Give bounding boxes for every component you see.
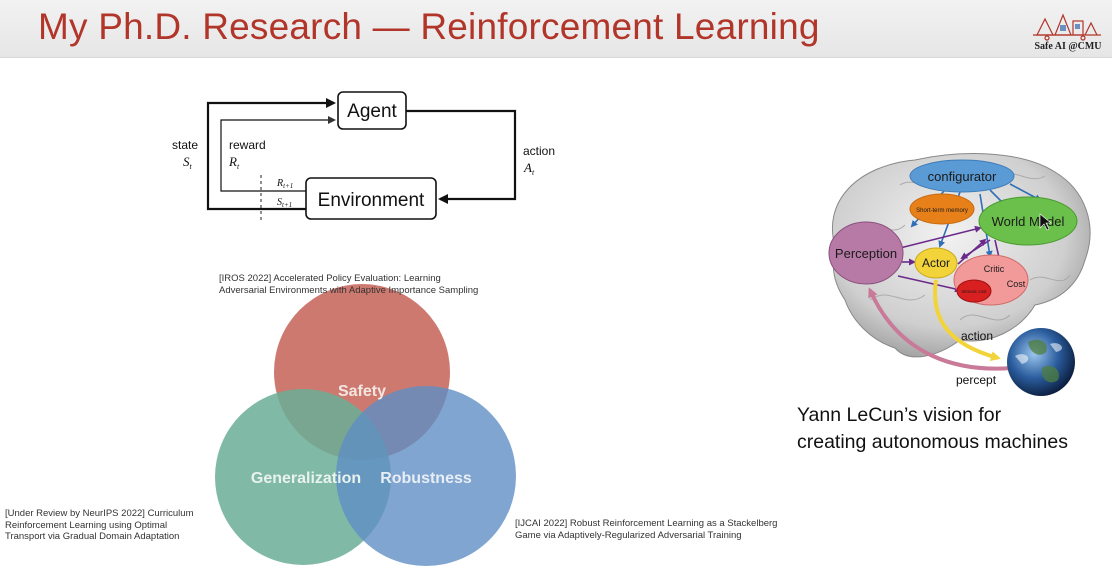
state-arrow xyxy=(206,98,336,211)
environment-box xyxy=(305,177,437,220)
action-label: action xyxy=(523,144,555,158)
action-output-label: action xyxy=(961,329,993,343)
percept-label: percept xyxy=(956,373,997,387)
caption-line: Transport via Gradual Domain Adaptation xyxy=(5,531,180,542)
safe-ai-logo-icon xyxy=(1033,13,1101,41)
configurator-node xyxy=(909,159,1015,193)
environment-label: Environment xyxy=(318,190,425,211)
caption-line: Reinforcement Learning using Optimal xyxy=(5,519,168,531)
caption-line: creating autonomous machines xyxy=(797,431,1068,453)
caption-line: Game via Adaptively-Regularized Adversar… xyxy=(515,529,742,541)
state-symbol: St xyxy=(183,154,193,171)
logo-caption: Safe AI @CMU xyxy=(1034,41,1102,52)
reward-label: reward xyxy=(229,138,266,152)
state-label: state xyxy=(172,138,198,152)
intrinsic-cost-label: Intrinsic cost xyxy=(961,289,987,294)
robustness-circle xyxy=(336,386,516,566)
neurips-paper-caption: [Under Review by NeurIPS 2022] Curriculu… xyxy=(5,508,194,543)
actor-node xyxy=(914,247,958,279)
slide-header: My Ph.D. Research — Reinforcement Learni… xyxy=(0,0,1112,58)
reward-arrow xyxy=(220,116,336,192)
caption-line: [Under Review by NeurIPS 2022] Curriculu… xyxy=(5,508,194,519)
short-term-memory-node xyxy=(909,193,975,225)
cost-label: Cost xyxy=(1007,279,1026,289)
robustness-label: Robustness xyxy=(380,470,472,487)
caption-line: [IROS 2022] Accelerated Policy Evaluatio… xyxy=(219,273,441,284)
safety-label: Safety xyxy=(338,383,386,400)
perception-label: Perception xyxy=(835,246,897,261)
mouse-cursor-icon xyxy=(1039,213,1052,231)
next-reward-symbol: Rt+1 xyxy=(276,178,293,190)
critic-label: Critic xyxy=(984,264,1005,274)
reward-symbol: Rt xyxy=(228,154,240,171)
world-model-node xyxy=(978,196,1078,246)
lecun-vision-caption: Yann LeCun’s vision for creating autonom… xyxy=(797,402,1068,456)
lecun-brain-diagram: configurator World Model Short-term memo… xyxy=(828,153,1091,396)
rl-loop-diagram: Agent Environment state St reward Rt act… xyxy=(172,91,555,222)
iros-paper-caption: [IROS 2022] Accelerated Policy Evaluatio… xyxy=(219,273,478,296)
earth-image xyxy=(1007,328,1075,396)
action-arrow xyxy=(406,109,517,204)
generalization-label: Generalization xyxy=(251,470,361,487)
actor-label: Actor xyxy=(922,256,950,270)
caption-line: [IJCAI 2022] Robust Reinforcement Learni… xyxy=(515,518,778,529)
intrinsic-cost-node xyxy=(956,279,992,303)
caption-line: Yann LeCun’s vision for xyxy=(797,404,1002,426)
agent-label: Agent xyxy=(347,101,397,122)
slide-title: My Ph.D. Research — Reinforcement Learni… xyxy=(38,6,820,47)
research-venn-diagram: Safety Generalization Robustness xyxy=(215,284,516,566)
short-term-memory-label: Short-term memory xyxy=(916,208,968,214)
percept-path xyxy=(868,287,1013,371)
perception-node xyxy=(828,221,904,285)
caption-line: Adversarial Environments with Adaptive I… xyxy=(219,284,479,296)
ijcai-paper-caption: [IJCAI 2022] Robust Reinforcement Learni… xyxy=(515,518,777,541)
action-path xyxy=(933,279,1001,361)
next-state-symbol: St+1 xyxy=(277,197,292,209)
configurator-label: configurator xyxy=(928,169,997,184)
action-symbol: At xyxy=(523,160,535,177)
world-model-label: World Model xyxy=(992,214,1065,229)
